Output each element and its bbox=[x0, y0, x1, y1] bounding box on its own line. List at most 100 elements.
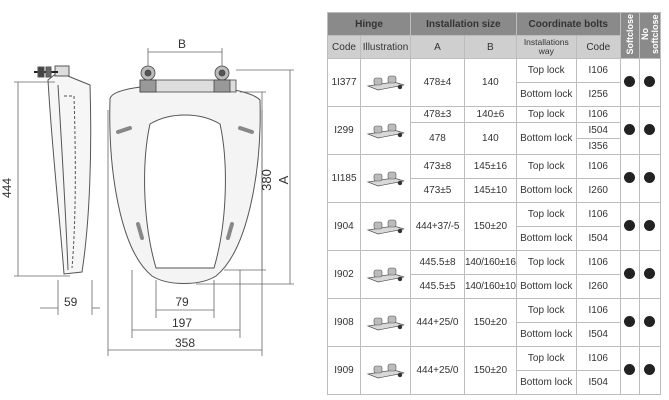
installation-way-cell: Top lock bbox=[515, 298, 577, 323]
no-softclose-dot bbox=[644, 171, 656, 183]
bolt-code-cell: I106 bbox=[575, 106, 621, 123]
softclose-dot-cell bbox=[619, 106, 640, 155]
bolt-code-cell: I106 bbox=[575, 298, 621, 323]
hinge-illustration bbox=[360, 250, 411, 299]
no-softclose-dot bbox=[644, 75, 656, 87]
coordinate-bolts-header: Coordinate bolts bbox=[515, 12, 621, 36]
dim-197-label: 197 bbox=[172, 316, 192, 330]
bolt-code-cell: I106 bbox=[575, 346, 621, 371]
size-a-cell: 473±8 bbox=[410, 154, 465, 179]
hinge-code-cell: I909 bbox=[327, 346, 361, 395]
softclose-dot bbox=[624, 123, 636, 135]
side-view bbox=[34, 65, 92, 275]
installation-way-cell: Top lock bbox=[515, 106, 577, 123]
installation-way-cell: Top lock bbox=[515, 346, 577, 371]
b-subheader: B bbox=[464, 35, 517, 59]
bolt-code-cell: I106 bbox=[575, 202, 621, 227]
installation-size-header: Installation size bbox=[410, 12, 517, 36]
softclose-dot-cell bbox=[619, 298, 640, 347]
no-softclose-dot-cell bbox=[638, 106, 661, 155]
size-a-cell: 444+25/0 bbox=[410, 346, 465, 395]
softclose-dot bbox=[624, 363, 636, 375]
bolt-code-cell: I260 bbox=[575, 178, 621, 203]
bolt-code-cell: I106 bbox=[575, 250, 621, 275]
hinge-spec-table: Hinge Installation size Coordinate bolts… bbox=[327, 12, 661, 395]
installation-way-cell: Bottom lock bbox=[515, 82, 577, 107]
size-a-cell: 478 bbox=[410, 122, 465, 155]
installation-way-cell: Top lock bbox=[515, 202, 577, 227]
size-b-cell: 140/160±10 bbox=[464, 274, 517, 299]
no-softclose-dot-cell bbox=[638, 202, 661, 251]
toilet-seat-technical-drawing: 444 59 B A 380 bbox=[0, 37, 294, 356]
bolt-code-cell: I504 bbox=[575, 226, 621, 251]
header-row-main: Hinge Installation size Coordinate bolts… bbox=[327, 12, 661, 59]
size-a-cell: 478±4 bbox=[410, 58, 465, 107]
softclose-dot-cell bbox=[619, 346, 640, 395]
hinge-header: Hinge bbox=[327, 12, 411, 36]
installation-way-cell: Bottom lock bbox=[515, 322, 577, 347]
softclose-dot-cell bbox=[619, 154, 640, 203]
hinge-illustration bbox=[360, 298, 411, 347]
size-a-cell: 444+37/-5 bbox=[410, 202, 465, 251]
bolt-code-cell: I504 bbox=[575, 122, 621, 139]
dim-358-label: 358 bbox=[175, 336, 195, 350]
hinge-illustration bbox=[360, 202, 411, 251]
hinge-code-cell: I908 bbox=[327, 298, 361, 347]
bolt-code-cell: I504 bbox=[575, 370, 621, 395]
installation-way-cell: Bottom lock bbox=[515, 226, 577, 251]
installation-way-cell: Bottom lock bbox=[515, 178, 577, 203]
bolt-code-cell: I260 bbox=[575, 274, 621, 299]
softclose-header: Softclose bbox=[619, 12, 640, 59]
hinge-illustration bbox=[360, 106, 411, 155]
size-a-cell: 444+25/0 bbox=[410, 298, 465, 347]
hinge-illustration bbox=[360, 346, 411, 395]
illustration-subheader: Illustration bbox=[360, 35, 411, 59]
size-a-cell: 445.5±5 bbox=[410, 274, 465, 299]
bolt-code-cell: I504 bbox=[575, 322, 621, 347]
size-b-cell: 150±20 bbox=[464, 298, 517, 347]
hinge-illustration bbox=[360, 58, 411, 107]
softclose-dot bbox=[624, 171, 636, 183]
size-a-cell: 473±5 bbox=[410, 178, 465, 203]
no-softclose-dot bbox=[644, 219, 656, 231]
installation-way-cell: Bottom lock bbox=[515, 370, 577, 395]
no-softclose-dot-cell bbox=[638, 346, 661, 395]
hinge-code-cell: 1I185 bbox=[327, 154, 361, 203]
dim-b-label: B bbox=[178, 37, 186, 51]
no-softclose-dot bbox=[644, 363, 656, 375]
top-view-seat bbox=[109, 84, 261, 284]
bolt-code-cell: I256 bbox=[575, 82, 621, 107]
hinge-code-cell: I904 bbox=[327, 202, 361, 251]
size-b-cell: 145±10 bbox=[464, 178, 517, 203]
no-softclose-dot bbox=[644, 315, 656, 327]
hinge-code-cell: 1I377 bbox=[327, 58, 361, 107]
installation-way-cell: Bottom lock bbox=[515, 274, 577, 299]
size-b-cell: 140 bbox=[464, 58, 517, 107]
top-view-dimensions bbox=[107, 48, 294, 356]
bolt-code-subheader: Code bbox=[575, 35, 621, 59]
size-a-cell: 478±3 bbox=[410, 106, 465, 123]
bolt-code-cell: I106 bbox=[575, 58, 621, 83]
no-softclose-dot bbox=[644, 123, 656, 135]
softclose-dot bbox=[624, 75, 636, 87]
softclose-dot bbox=[624, 267, 636, 279]
dim-380-label: 380 bbox=[259, 169, 274, 191]
size-b-cell: 150±20 bbox=[464, 202, 517, 251]
softclose-dot-cell bbox=[619, 58, 640, 107]
size-b-cell: 150±20 bbox=[464, 346, 517, 395]
no-softclose-dot-cell bbox=[638, 58, 661, 107]
softclose-dot bbox=[624, 315, 636, 327]
no-softclose-dot-cell bbox=[638, 154, 661, 203]
size-a-cell: 445.5±8 bbox=[410, 250, 465, 275]
side-view-dimensions bbox=[14, 81, 100, 315]
installation-way-cell: Top lock bbox=[515, 250, 577, 275]
dim-79-label: 79 bbox=[175, 295, 189, 309]
bolt-code-cell: I106 bbox=[575, 154, 621, 179]
